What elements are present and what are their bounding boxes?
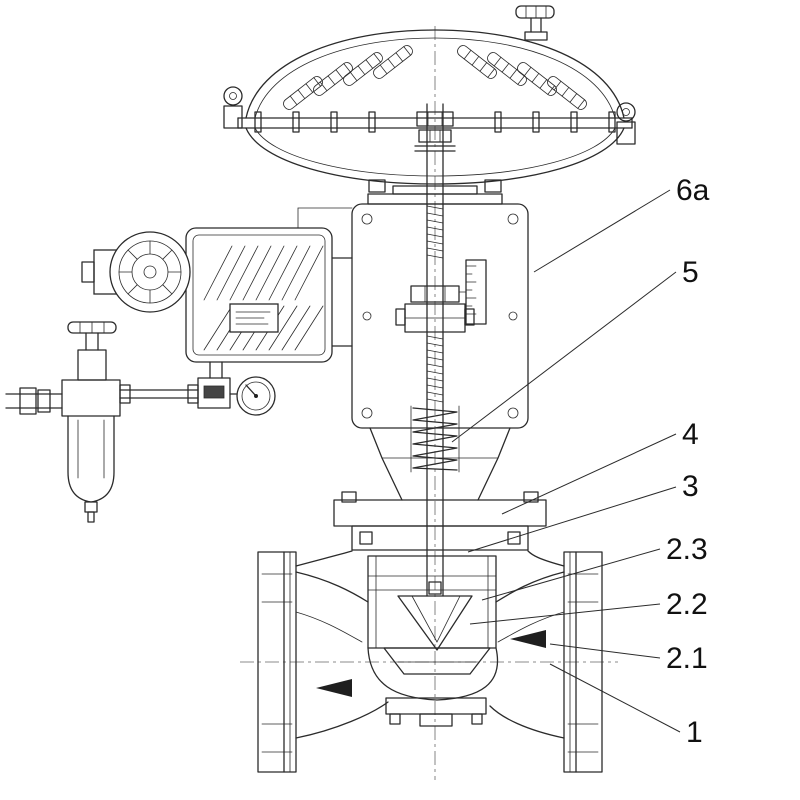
flow-arrow-right: [510, 630, 546, 648]
callout-label-4: 4: [682, 418, 699, 451]
stem-threads-upper: [426, 205, 444, 259]
lifting-lug-right: [616, 102, 636, 145]
stem-connector: [395, 285, 475, 333]
flow-arrow-left: [316, 679, 352, 697]
valve-body: [257, 550, 603, 773]
callout-label-2-1: 2.1: [666, 642, 708, 675]
callout-leader-2-1: [549, 643, 661, 659]
callout-leader-4: [501, 433, 677, 515]
callout-leader-2-2: [469, 603, 661, 625]
callout-leader-5: [451, 271, 677, 443]
valve-plug: [397, 581, 473, 651]
right-pipe-flange: [563, 551, 603, 773]
flow-passages: [295, 571, 565, 739]
lifting-lug-left: [223, 86, 243, 129]
callout-leader-6a: [533, 189, 671, 273]
left-pipe-flange: [257, 551, 297, 773]
positioner: [81, 227, 333, 416]
callout-label-5: 5: [682, 256, 699, 289]
bottom-flange: [367, 647, 499, 727]
pressure-gauge: [229, 376, 276, 416]
callout-label-2-2: 2.2: [666, 588, 708, 621]
callout-label-3: 3: [682, 470, 699, 503]
bonnet-flange: [333, 491, 547, 527]
callout-label-1: 1: [686, 716, 703, 749]
positioner-nameplate: [229, 303, 279, 333]
centerlines: [240, 26, 618, 780]
actuator-stem-nuts: [414, 103, 456, 187]
output-tube: [119, 384, 199, 404]
callout-leader-1: [549, 663, 681, 733]
trim-cage: [367, 555, 497, 649]
callout-label-6a: 6a: [676, 174, 710, 207]
body-top-flange: [351, 525, 529, 551]
callouts: 6a 5 4 3 2.3 2.2 2.1 1: [451, 174, 710, 749]
regulator-adjust-knob: [67, 321, 117, 381]
air-filter-regulator: [5, 321, 199, 523]
seat-ring: [383, 647, 491, 675]
valve-stem: [395, 185, 475, 597]
travel-scale: [465, 259, 487, 325]
yoke: [369, 427, 511, 501]
gauge-manifold: [197, 361, 231, 409]
vent-knob: [515, 5, 555, 41]
packing-spring: [410, 405, 460, 473]
positioner-cover-cap: [109, 231, 191, 313]
actuator-vent-slots: [283, 45, 587, 110]
actuator-flange-bolts: [254, 111, 616, 133]
diaphragm-actuator: [223, 5, 636, 187]
supply-pipe: [5, 387, 63, 415]
callout-label-2-3: 2.3: [666, 533, 708, 566]
callout-leader-2-3: [481, 548, 661, 601]
filter-bowl: [67, 415, 115, 523]
stem-threads-lower: [426, 335, 444, 403]
regulator-body: [61, 379, 121, 417]
callout-leader-3: [467, 486, 677, 553]
